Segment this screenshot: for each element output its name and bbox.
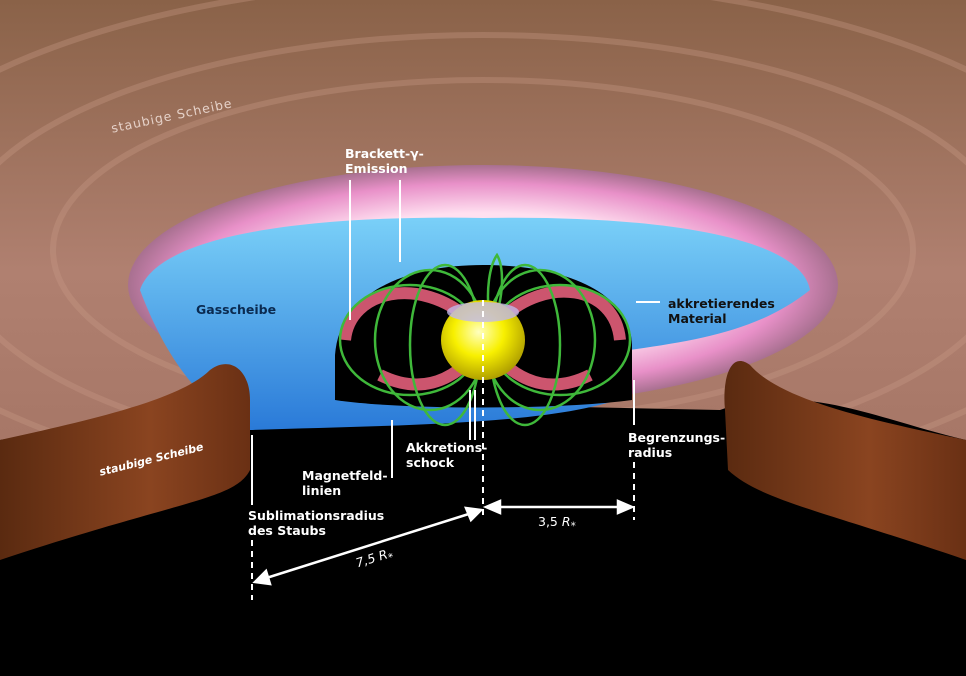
label-brackett-gamma: Brackett-γ-Emission	[345, 146, 424, 176]
leader-lines	[251, 180, 660, 505]
dashed-guides	[251, 300, 635, 600]
dust-wall-left	[0, 364, 250, 560]
label-accretion-shock: Akkretions-schock	[406, 440, 488, 470]
dimension-arrows	[252, 499, 636, 586]
label-magnetic-field-lines: Magnetfeld-linien	[302, 468, 388, 498]
label-distance-3-5: 3,5 R*	[538, 514, 576, 533]
label-truncation-radius: Begrenzungs-radius	[628, 430, 726, 460]
dust-wall-right	[724, 361, 966, 560]
label-gas-disk: Gasscheibe	[196, 302, 277, 317]
